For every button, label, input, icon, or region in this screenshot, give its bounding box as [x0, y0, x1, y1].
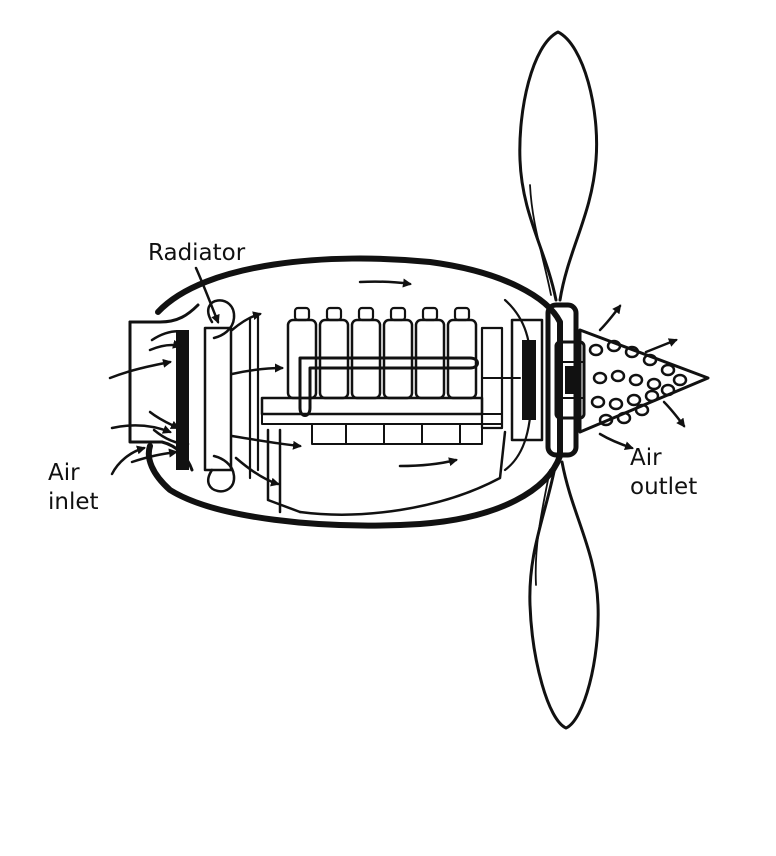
label-air-inlet-line1: Air [48, 460, 80, 486]
propeller-blade-lower [528, 460, 600, 730]
spinner-vent-hole [608, 397, 624, 411]
spinner-vent-hole [672, 373, 688, 387]
cylinder [446, 306, 478, 400]
spinner-vent-hole [660, 363, 676, 377]
spinner-vent-hole [592, 371, 608, 385]
cylinder [350, 306, 382, 400]
label-air-outlet-line1: Air [630, 445, 662, 471]
spinner-nose-cone [578, 328, 710, 434]
label-radiator: Radiator [148, 240, 246, 266]
propeller-blade-upper [518, 30, 599, 302]
air-inlet-leader-line [110, 445, 146, 476]
spinner-vent-hole [616, 411, 632, 425]
cylinder [414, 306, 446, 400]
spinner-vent-hole [624, 345, 640, 359]
label-air-inlet-line2: inlet [48, 489, 99, 515]
spinner-vent-hole [606, 339, 622, 353]
cylinder [286, 306, 318, 400]
spinner-vent-hole [660, 383, 676, 397]
radiator-core [176, 299, 260, 493]
engine [260, 306, 521, 516]
label-air-outlet-line2: outlet [630, 474, 697, 500]
spinner-vent-hole [588, 343, 604, 357]
radiator-leader-line [194, 266, 220, 324]
cylinder [318, 306, 350, 400]
spinner-vent-hole [626, 393, 642, 407]
spinner-vent-hole [634, 403, 650, 417]
propeller-hub [510, 302, 586, 458]
spinner-vent-hole [646, 377, 662, 391]
cowling [145, 255, 563, 529]
propeller [518, 30, 600, 730]
cylinder [382, 306, 414, 400]
airflow-arrows [108, 278, 686, 487]
spinner-vent-hole [610, 369, 626, 383]
spinner-vent-hole [590, 395, 606, 409]
spinner-vent-hole [644, 389, 660, 403]
spinner-vent-hole [642, 353, 658, 367]
spinner-vent-hole [598, 413, 614, 427]
spinner-vent-hole [628, 373, 644, 387]
